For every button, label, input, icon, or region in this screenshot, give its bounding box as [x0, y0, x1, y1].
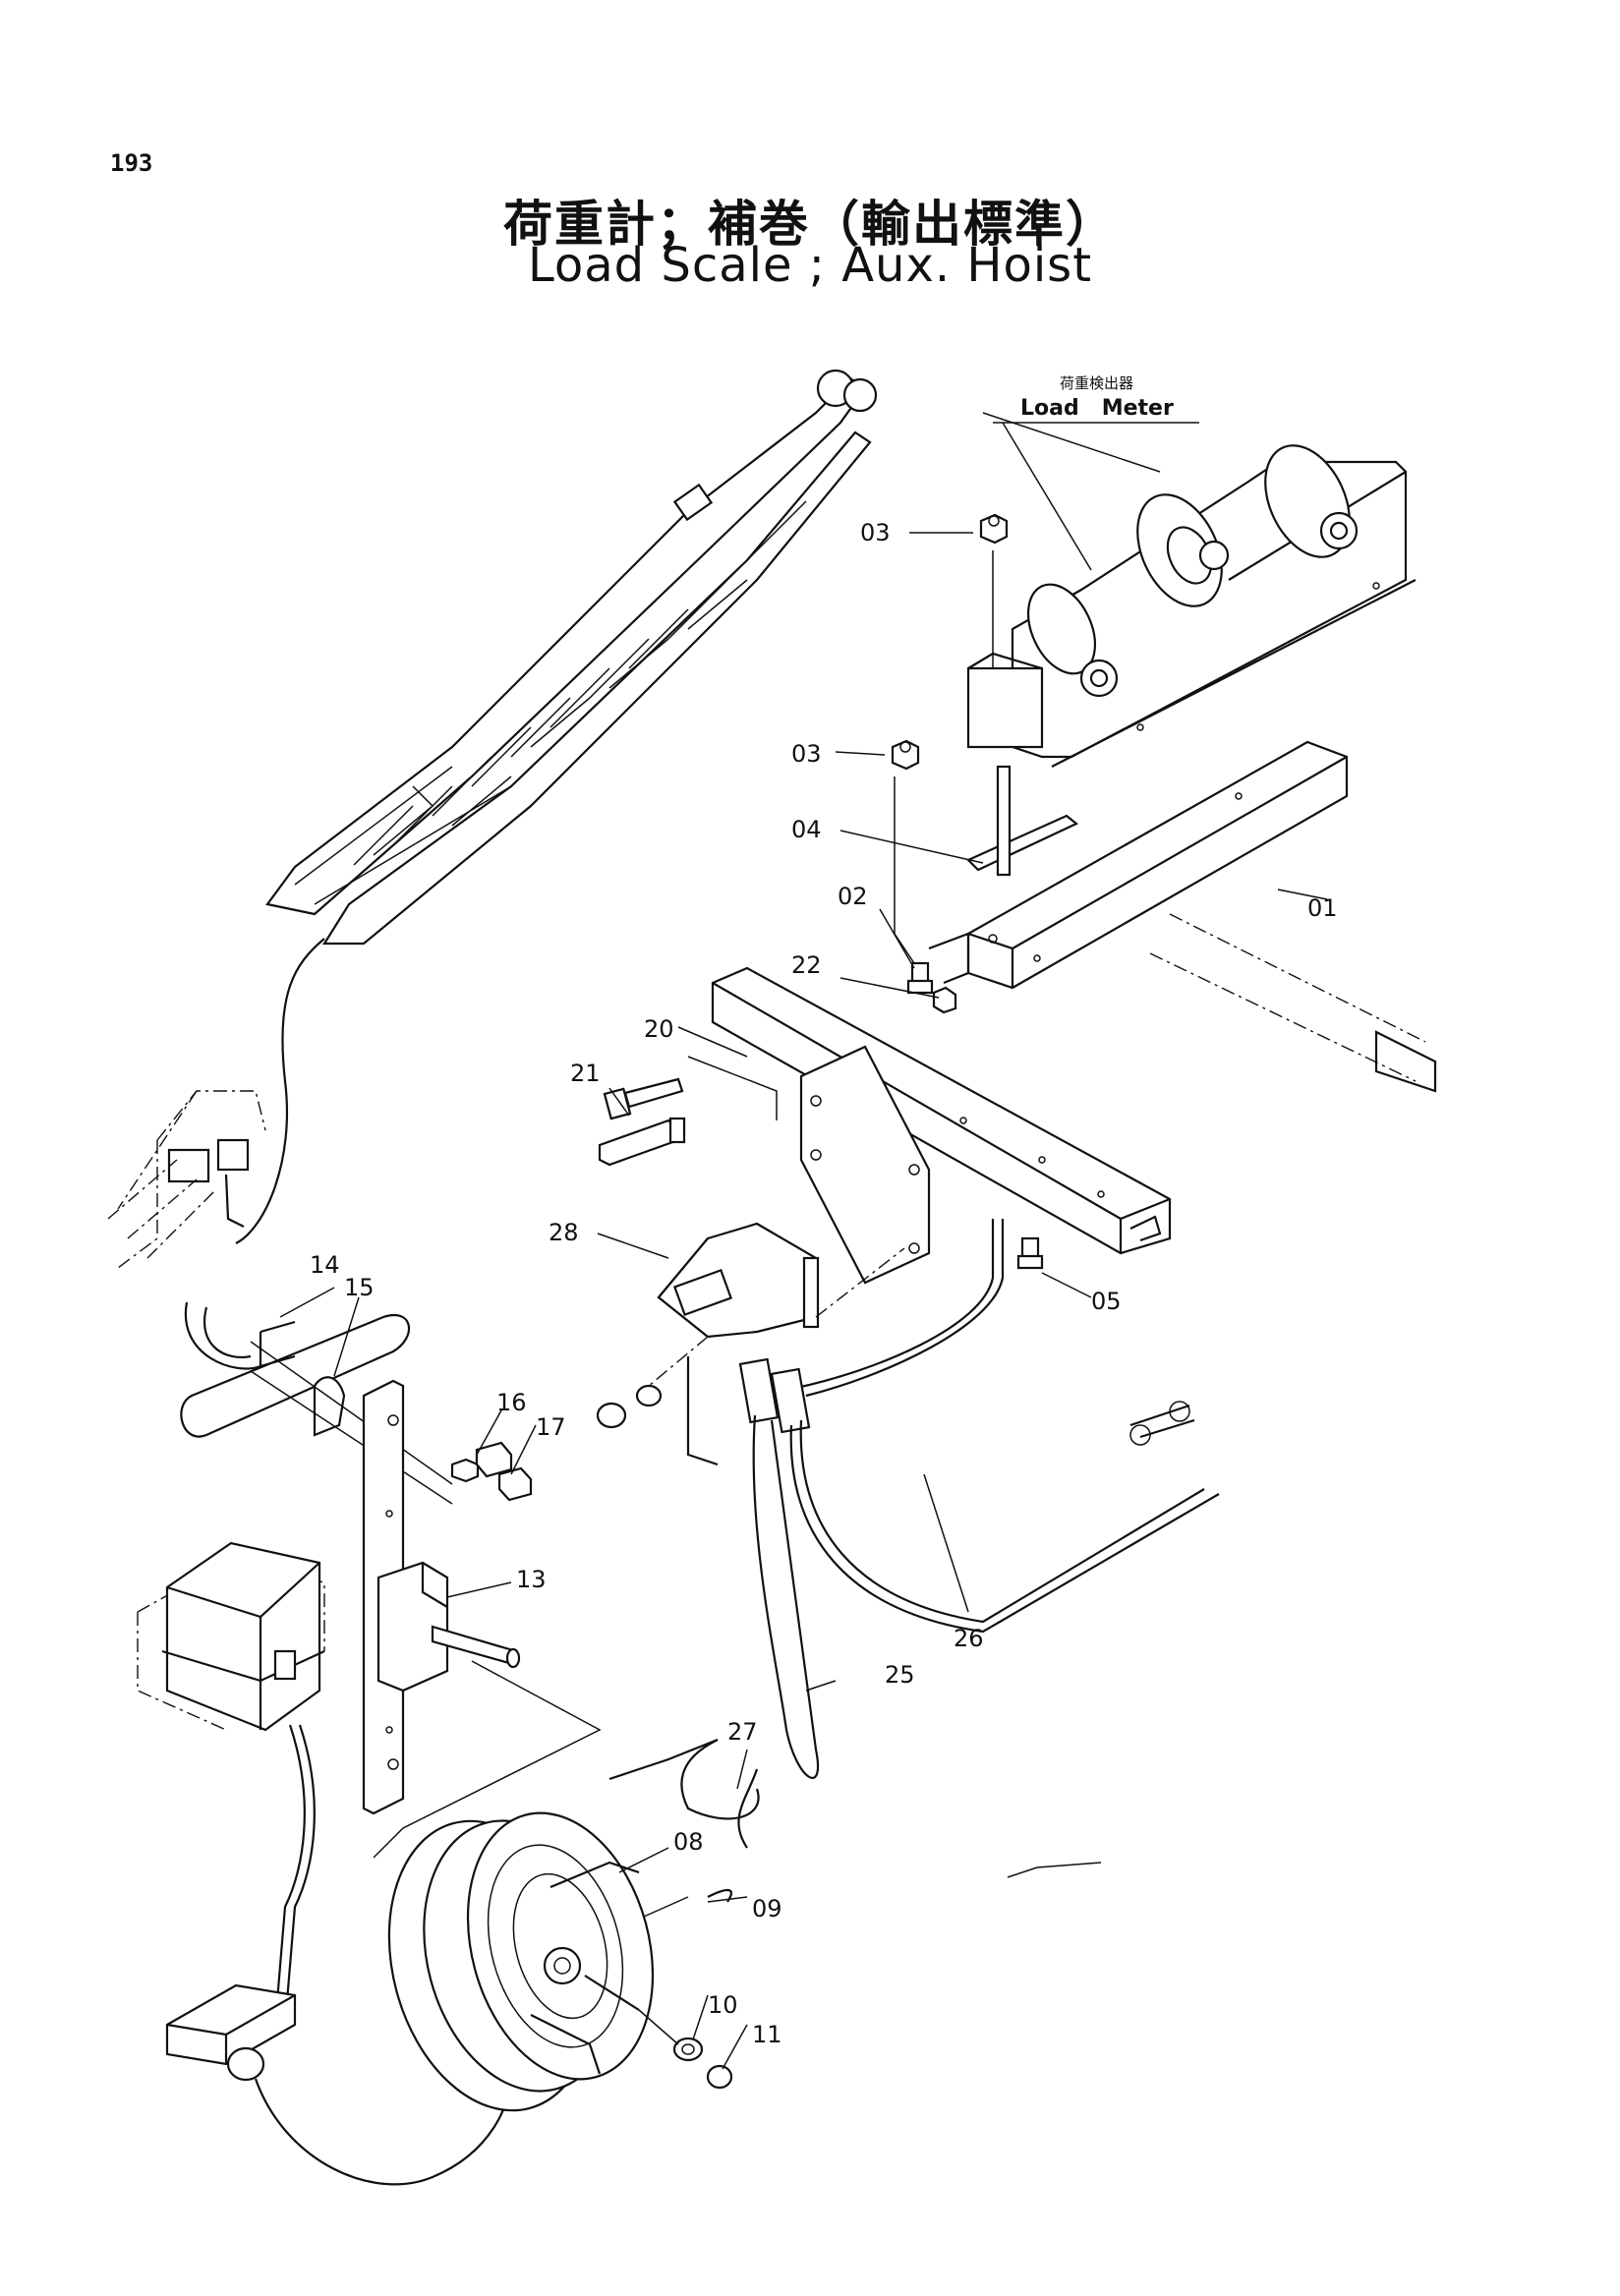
- part-label-13: 13: [516, 1566, 547, 1593]
- part-label-25: 25: [885, 1661, 915, 1689]
- part-label-27: 27: [727, 1718, 758, 1746]
- indicator-box-drawing: [137, 1541, 513, 2186]
- part-label-10: 10: [708, 1991, 738, 2019]
- part-label-09: 09: [752, 1895, 782, 1923]
- callout-japanese: 荷重検出器: [1060, 374, 1133, 392]
- part-label-03-top: 03: [860, 519, 891, 546]
- part-label-05: 05: [1091, 1288, 1122, 1315]
- box-28-drawing: [596, 1045, 931, 1429]
- part-label-20: 20: [644, 1015, 674, 1043]
- part-label-22: 22: [791, 951, 822, 979]
- beam-20-drawing: [711, 966, 1172, 1255]
- part-label-16: 16: [496, 1389, 527, 1416]
- part-label-02: 02: [838, 883, 868, 910]
- part-label-04: 04: [791, 816, 822, 843]
- leader-lines: [279, 412, 1328, 2070]
- ubolt-14-15-drawing: [180, 1301, 453, 1505]
- plate-04-drawing: [966, 814, 1079, 872]
- title-english: Load Scale ; Aux. Hoist: [527, 238, 1093, 293]
- part-label-01: 01: [1307, 894, 1338, 922]
- cab-box-drawing: [107, 1090, 266, 1269]
- callout-english: Load Meter: [1020, 396, 1174, 421]
- washers-pin-drawing: [638, 2009, 733, 2090]
- part-label-14: 14: [310, 1251, 340, 1279]
- part-label-26: 26: [954, 1625, 984, 1652]
- part-label-21: 21: [570, 1060, 601, 1087]
- part-label-08: 08: [673, 1828, 704, 1856]
- hoses-drawing: [680, 1219, 1220, 1849]
- page-number: 193: [110, 149, 153, 177]
- part-label-11: 11: [752, 2021, 782, 2048]
- nuts-and-bolts-drawing: [598, 513, 1044, 1270]
- title-japanese: 荷重計；補巻（輸出標準）: [503, 196, 1117, 253]
- load-meter-drawing: [966, 444, 1417, 768]
- cable-reel-08-drawing: [387, 1738, 732, 2112]
- bracket-13-drawing: [362, 1379, 602, 1859]
- part-label-17: 17: [536, 1413, 566, 1441]
- part-label-28: 28: [549, 1219, 579, 1246]
- bolt-21-drawing: [603, 1056, 778, 1120]
- part-label-03-mid: 03: [791, 740, 822, 768]
- part-label-15: 15: [344, 1274, 375, 1301]
- crane-boom-drawing: [235, 369, 878, 1244]
- frame-member-01-drawing: [928, 740, 1437, 1093]
